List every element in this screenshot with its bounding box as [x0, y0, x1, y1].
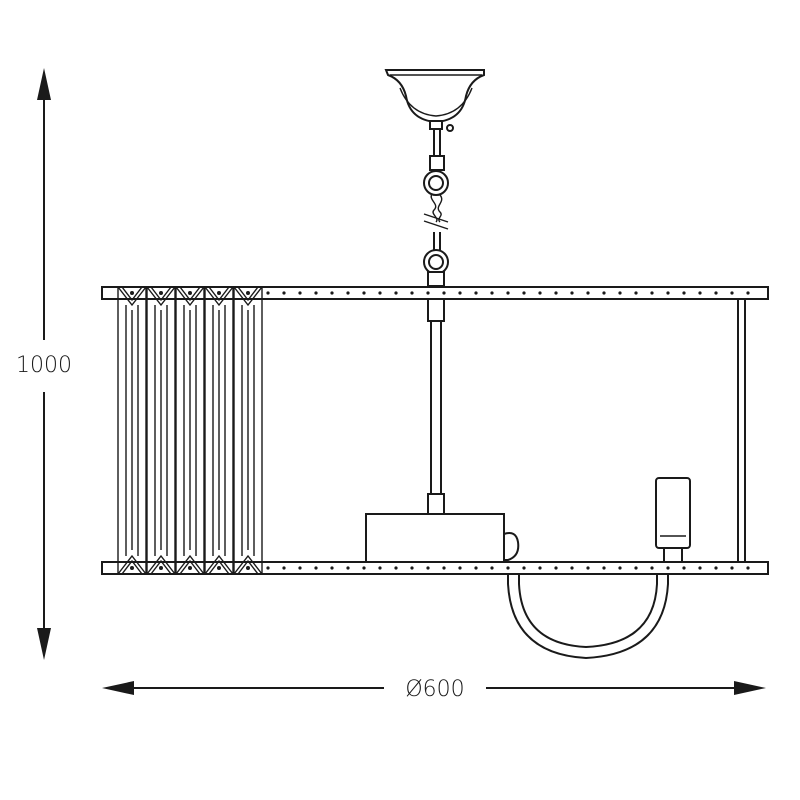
rivet: [506, 566, 510, 570]
rivet: [730, 566, 734, 570]
rivet: [570, 291, 574, 295]
rivet: [586, 291, 590, 295]
rivet: [298, 566, 302, 570]
rivet: [618, 291, 622, 295]
crystal-prism: [117, 286, 147, 575]
rivet: [554, 291, 558, 295]
rivet: [714, 291, 718, 295]
lamp-housing-box: [365, 513, 520, 563]
rivet: [394, 291, 398, 295]
rivet: [714, 566, 718, 570]
rivet: [458, 291, 462, 295]
rivet: [538, 291, 542, 295]
top-rail-rivets: [266, 291, 750, 295]
rivet: [586, 566, 590, 570]
rivet: [442, 566, 446, 570]
rivet: [698, 566, 702, 570]
rivet: [522, 566, 526, 570]
rivet: [378, 291, 382, 295]
curved-arm: [507, 574, 669, 660]
rivet: [746, 566, 750, 570]
rivet: [554, 566, 558, 570]
rivet: [266, 291, 270, 295]
rivet: [730, 291, 734, 295]
diameter-dimension: Ø600: [102, 677, 766, 702]
height-label: 1000: [16, 353, 72, 378]
rivet: [298, 291, 302, 295]
crystal-prisms: [117, 286, 263, 575]
rivet: [490, 566, 494, 570]
rivet: [394, 566, 398, 570]
rivet: [698, 291, 702, 295]
rivet: [522, 291, 526, 295]
rivet: [666, 291, 670, 295]
diameter-arrow-left: [102, 681, 134, 695]
diameter-label: Ø600: [405, 677, 464, 702]
bottom-rail: [101, 561, 769, 575]
rivet: [442, 291, 446, 295]
rivet: [650, 291, 654, 295]
rivet: [570, 566, 574, 570]
rivet: [314, 291, 318, 295]
rivet: [410, 291, 414, 295]
rivet: [330, 566, 334, 570]
right-post: [737, 299, 746, 562]
rivet: [506, 291, 510, 295]
rivet: [490, 291, 494, 295]
rivet: [634, 566, 638, 570]
rivet: [458, 566, 462, 570]
rivet: [650, 566, 654, 570]
rivet: [330, 291, 334, 295]
rivet: [282, 566, 286, 570]
rivet: [346, 291, 350, 295]
crystal-prism: [146, 286, 176, 575]
height-arrow-bottom: [37, 628, 51, 660]
rivet: [346, 566, 350, 570]
rivet: [602, 566, 606, 570]
height-arrow-top: [37, 68, 51, 100]
rivet: [378, 566, 382, 570]
rivet: [746, 291, 750, 295]
crystal-prism: [233, 286, 263, 575]
rivet: [426, 291, 430, 295]
crystal-prism: [175, 286, 205, 575]
rivet: [602, 291, 606, 295]
central-stem: [427, 298, 445, 515]
rivet: [474, 291, 478, 295]
bulb-socket: [655, 477, 691, 563]
ceiling-canopy: [384, 69, 485, 132]
rivet: [410, 566, 414, 570]
crystal-prism: [204, 286, 234, 575]
rivet: [282, 291, 286, 295]
rivet: [538, 566, 542, 570]
rivet: [266, 566, 270, 570]
height-dimension: 1000: [16, 68, 72, 660]
rivet: [362, 291, 366, 295]
suspension-chain: [423, 129, 449, 287]
rivet: [618, 566, 622, 570]
rivet: [474, 566, 478, 570]
rivet: [666, 566, 670, 570]
rivet: [682, 566, 686, 570]
rivet: [634, 291, 638, 295]
bottom-rail-rivets: [266, 566, 750, 570]
rivet: [426, 566, 430, 570]
diameter-arrow-right: [734, 681, 766, 695]
rivet: [682, 291, 686, 295]
rivet: [362, 566, 366, 570]
rivet: [314, 566, 318, 570]
